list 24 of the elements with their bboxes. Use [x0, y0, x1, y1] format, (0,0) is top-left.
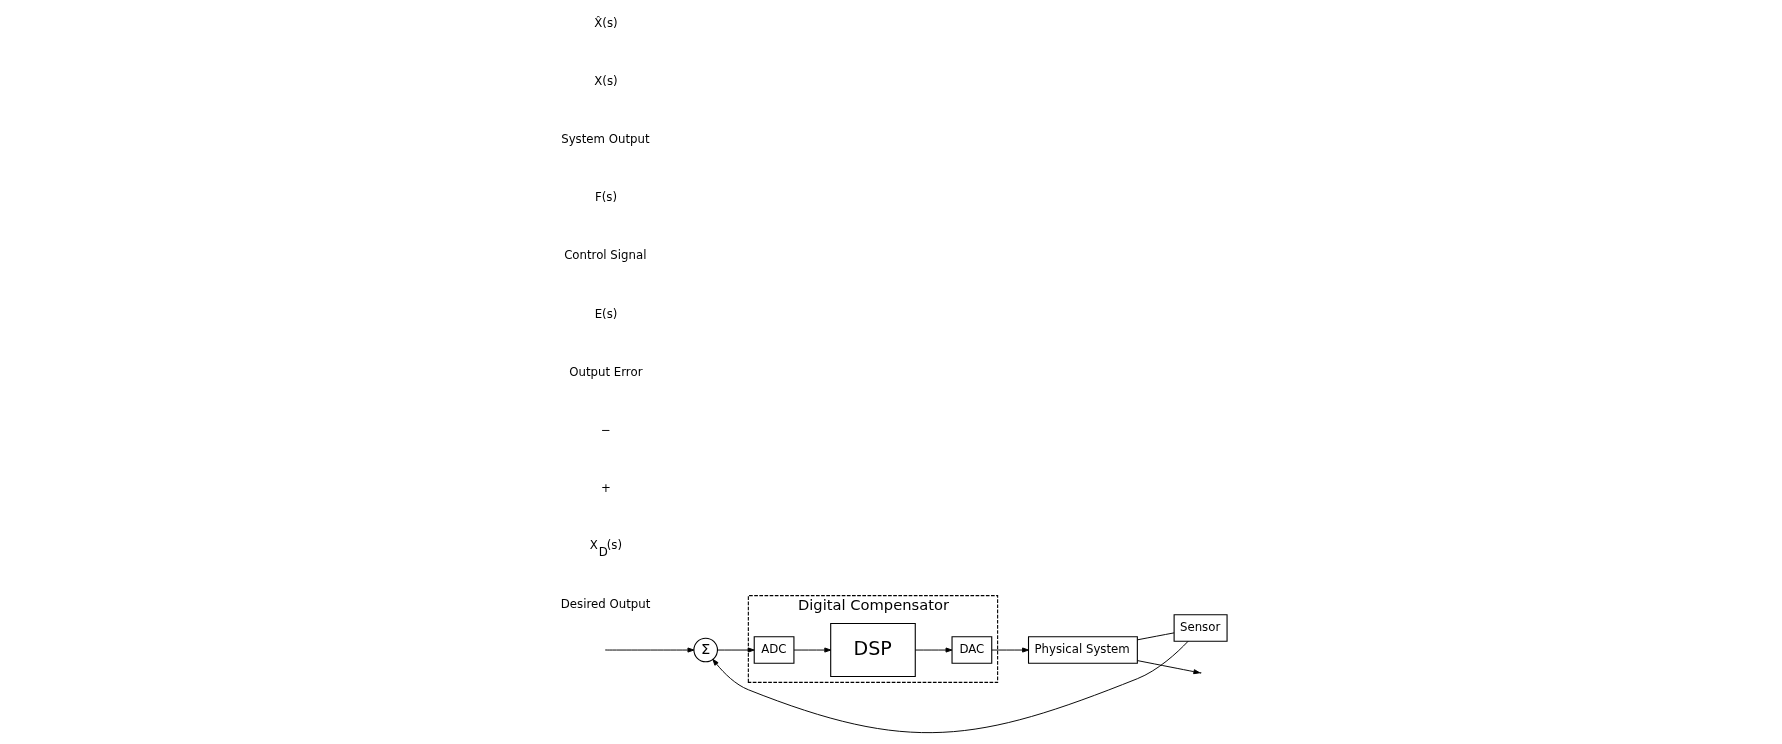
label: X̂(s): [594, 16, 618, 31]
label: F(s): [595, 190, 618, 205]
node-box: Physical System: [1027, 636, 1138, 664]
node-box: ADC: [753, 636, 795, 664]
arrow: [712, 640, 1189, 733]
node-circle: Σ: [693, 637, 718, 663]
arrow: [606, 647, 695, 653]
label: E(s): [594, 306, 618, 321]
arrow: [793, 647, 832, 653]
label: +: [600, 480, 611, 495]
label: −: [600, 422, 611, 437]
arrow: [1137, 660, 1201, 675]
label: Control Signal: [564, 248, 647, 263]
arrow: [914, 647, 953, 653]
arrow: [717, 647, 755, 653]
connector: [1137, 632, 1175, 641]
node-box: Sensor: [1173, 614, 1228, 642]
label: X(s): [594, 74, 618, 89]
node-box: DSP: [830, 623, 916, 678]
arrow: [991, 647, 1029, 653]
label: Output Error: [569, 364, 643, 379]
label: System Output: [561, 132, 650, 147]
label: Desired Output: [560, 596, 651, 611]
node-box: DAC: [951, 636, 993, 664]
